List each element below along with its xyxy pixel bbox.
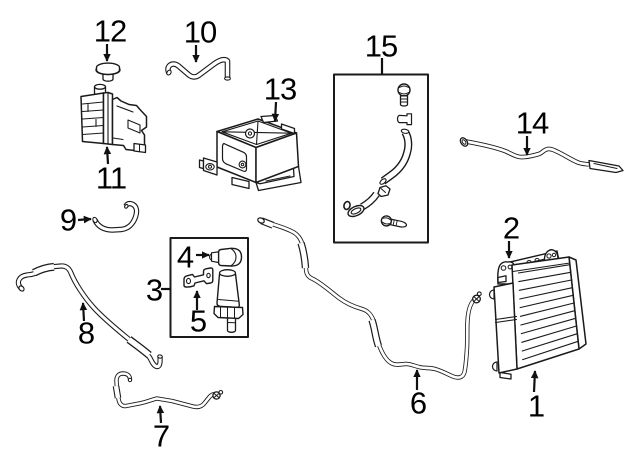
- callout-3[interactable]: 3: [145, 272, 163, 308]
- callout-6[interactable]: 6: [409, 385, 427, 421]
- callout-13-arrow: [271, 101, 280, 122]
- callout-arrows: [77, 44, 539, 424]
- part-1-cooler-illustration: [488, 256, 587, 380]
- callout-7[interactable]: 7: [152, 418, 170, 454]
- callout-5[interactable]: 5: [189, 303, 207, 339]
- callout-11-arrow: [103, 146, 112, 165]
- part-7-pipe-illustration: [112, 371, 224, 410]
- part-6-hose-illustration: [257, 217, 482, 380]
- part-14-pipe-illustration: [459, 137, 624, 174]
- callout-1-arrow: [530, 370, 539, 393]
- callout-8[interactable]: 8: [77, 315, 95, 351]
- callout-1[interactable]: 1: [527, 388, 545, 424]
- callout-13[interactable]: 13: [263, 71, 297, 107]
- part-8-hose-illustration: [15, 262, 163, 370]
- part-11-reservoir-illustration: [80, 83, 148, 154]
- part-15-kit-box: [333, 73, 429, 244]
- callout-2[interactable]: 2: [502, 210, 520, 246]
- part-10-hose-illustration: [165, 56, 231, 81]
- callout-7-arrow: [156, 405, 165, 424]
- part-9-hose-illustration: [92, 200, 140, 233]
- callout-8-arrow: [79, 302, 88, 322]
- callout-11[interactable]: 11: [95, 160, 127, 196]
- part-13-module-illustration: [198, 114, 302, 192]
- callout-12[interactable]: 12: [93, 13, 127, 49]
- callout-9-arrow: [77, 215, 92, 224]
- callout-9[interactable]: 9: [59, 202, 77, 238]
- callout-4[interactable]: 4: [176, 239, 194, 275]
- callout-10[interactable]: 10: [183, 14, 217, 50]
- callout-15[interactable]: 15: [364, 28, 398, 64]
- part-12-cap-illustration: [95, 62, 121, 82]
- callout-14[interactable]: 14: [515, 105, 549, 141]
